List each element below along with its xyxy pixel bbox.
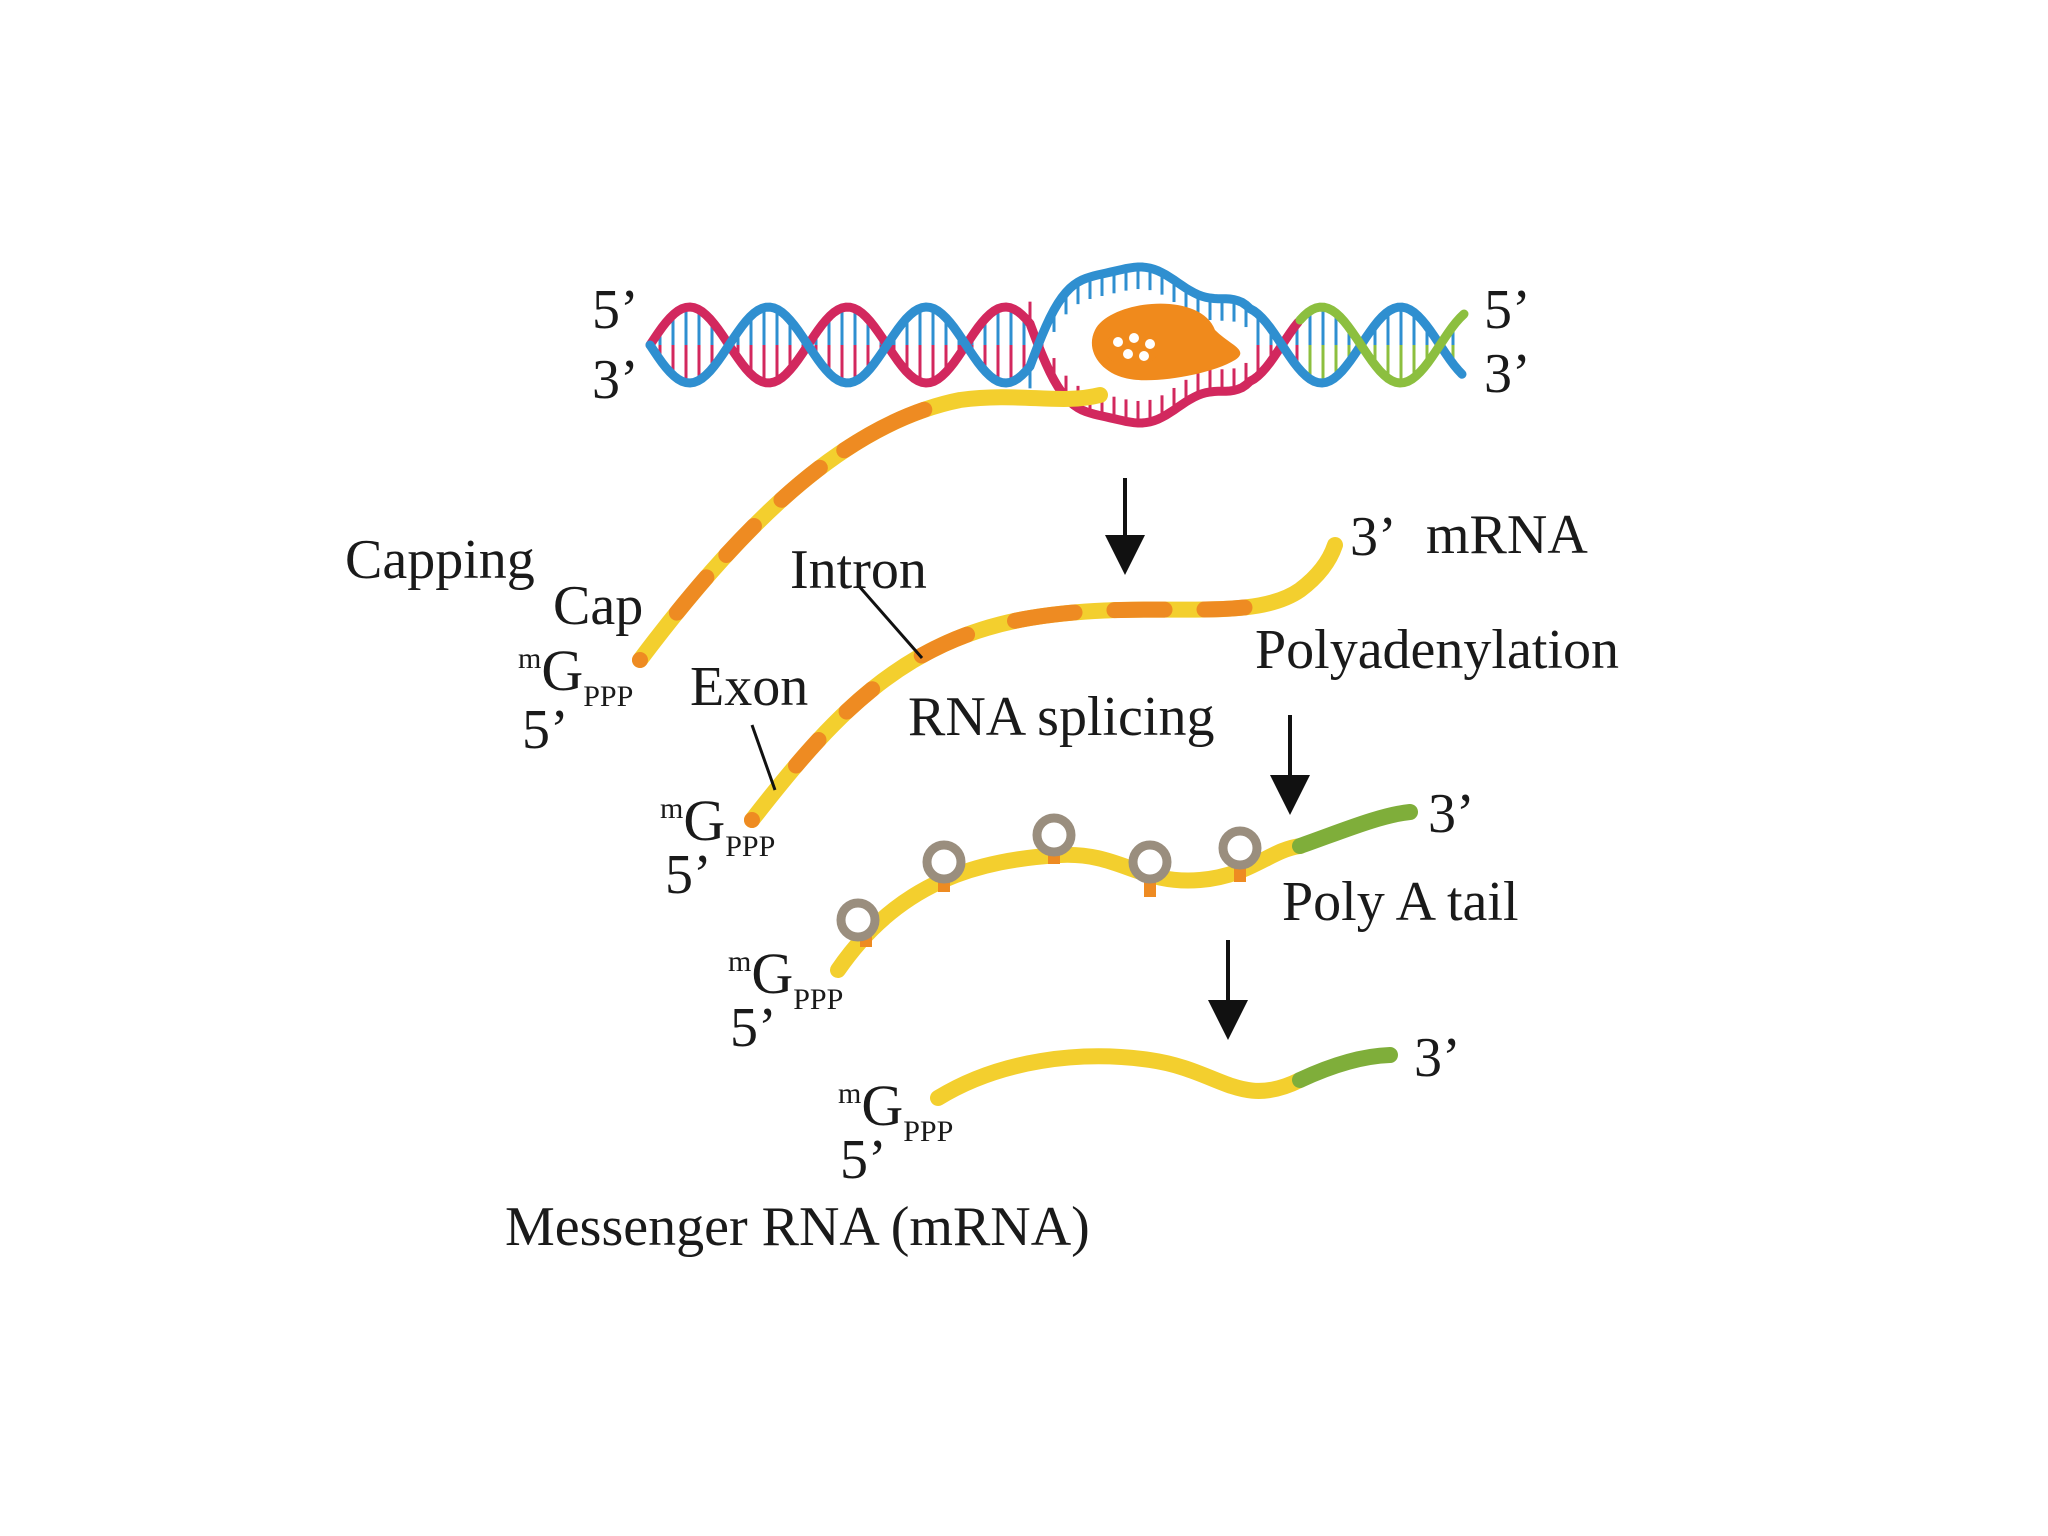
intron-label: Intron [790, 539, 927, 601]
dna-double-helix [645, 262, 1469, 428]
cap-structure-1: mGPPP [518, 638, 633, 713]
dna-coding-strand [645, 262, 1467, 388]
rna-polymerase-icon [1091, 303, 1241, 381]
rna-5prime-2: 5’ [665, 844, 712, 906]
poly-a-tail-segment [1292, 804, 1418, 854]
dna-5prime-right: 5’ [1484, 279, 1531, 341]
polyadenylation-label: Polyadenylation [1255, 619, 1619, 681]
mrna-3prime-label: 3’ [1350, 506, 1397, 568]
dna-3prime-left: 3’ [592, 349, 639, 411]
rna-5prime-4: 5’ [840, 1129, 887, 1191]
exon-label: Exon [690, 656, 808, 718]
spliceosome-ring-icon [1032, 813, 1076, 864]
dna-template-strand [645, 302, 1303, 428]
rna-5prime-3: 5’ [730, 997, 777, 1059]
dna-5prime-left: 5’ [592, 279, 639, 341]
dna-3prime-right: 3’ [1484, 343, 1531, 405]
messenger-rna-caption: Messenger RNA (mRNA) [505, 1196, 1090, 1258]
dna-strand-green-segment [1295, 302, 1469, 388]
nascent-rna-introns [632, 387, 1108, 668]
spliceosome-ring-icon [836, 898, 880, 947]
exon-leader-line [750, 724, 777, 791]
mature-mrna-strand [930, 1048, 1308, 1106]
poly-a-tail-label: Poly A tail [1282, 871, 1519, 933]
rna-splicing-label: RNA splicing [908, 686, 1214, 748]
pre-mrna-introns [744, 537, 1343, 828]
cap-structure-3: mGPPP [728, 941, 843, 1016]
cap-label: Cap [553, 575, 643, 637]
tail-3prime-label: 3’ [1428, 783, 1475, 845]
intron-leader-line [856, 584, 924, 659]
spliceosome-ring-icons [836, 813, 1262, 947]
down-arrow-icons [1105, 478, 1310, 1040]
capping-label: Capping [345, 529, 535, 591]
mature-3prime-label: 3’ [1414, 1027, 1461, 1089]
spliceosome-ring-icon [922, 840, 966, 892]
spliceosome-ring-icon [1128, 840, 1172, 897]
cap-structure-2: mGPPP [660, 788, 775, 863]
mrna-label: mRNA [1426, 504, 1588, 566]
mature-poly-a-tail [1292, 1047, 1398, 1088]
rna-5prime-1: 5’ [522, 699, 569, 761]
cap-structure-4: mGPPP [838, 1073, 953, 1148]
transcription-bubble-bases [1028, 271, 1248, 419]
spliceosome-ring-icon [1218, 826, 1262, 882]
